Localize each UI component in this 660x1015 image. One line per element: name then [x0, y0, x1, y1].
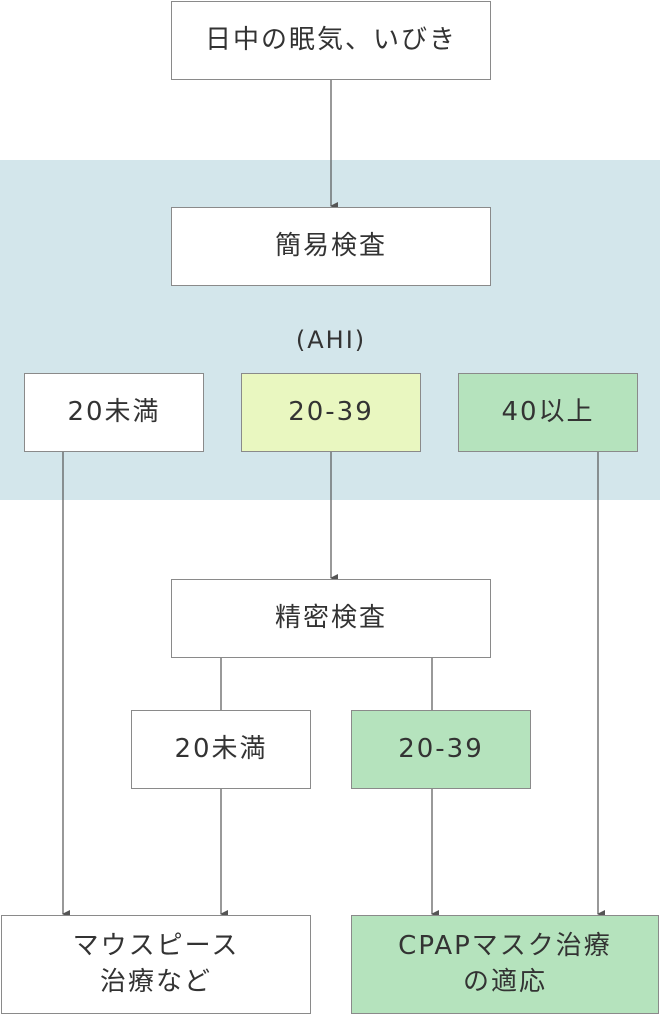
- cpap-outcome-box: CPAPマスク治療 の適応: [351, 915, 659, 1014]
- detailed-result-low-box: 20未満: [131, 710, 311, 789]
- cpap-outcome-line-1: CPAPマスク治療: [398, 931, 612, 962]
- start-box: 日中の眠気、いびき: [171, 1, 491, 80]
- detailed-test-box: 精密検査: [171, 579, 491, 658]
- detailed-test-label: 精密検査: [274, 602, 387, 633]
- simple-result-high-label: 40以上: [501, 396, 595, 427]
- simple-test-label: 簡易検査: [274, 230, 387, 261]
- simple-test-box: 簡易検査: [171, 207, 491, 286]
- detailed-result-low-label: 20未満: [174, 733, 268, 764]
- simple-result-mid-box: 20-39: [241, 373, 421, 452]
- simple-result-low-label: 20未満: [67, 396, 161, 427]
- cpap-outcome-line-2: の適応: [462, 966, 547, 997]
- simple-result-high-box: 40以上: [458, 373, 638, 452]
- mouthpiece-outcome-box: マウスピース 治療など: [1, 915, 311, 1014]
- simple-result-mid-label: 20-39: [288, 396, 374, 427]
- simple-result-low-box: 20未満: [24, 373, 204, 452]
- mouthpiece-outcome-line-1: マウスピース: [72, 931, 240, 962]
- detailed-result-mid-label: 20-39: [398, 733, 484, 764]
- start-label: 日中の眠気、いびき: [204, 24, 457, 55]
- detailed-result-mid-box: 20-39: [351, 710, 531, 789]
- mouthpiece-outcome-line-2: 治療など: [99, 966, 212, 997]
- ahi-label: (AHI): [295, 326, 367, 354]
